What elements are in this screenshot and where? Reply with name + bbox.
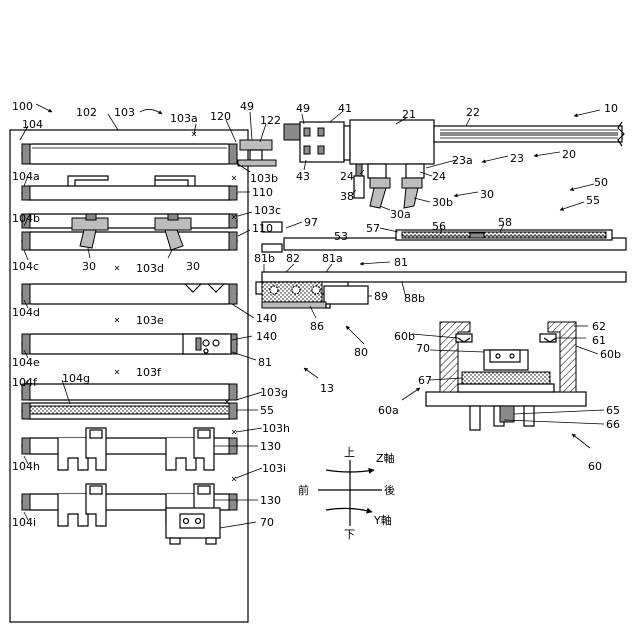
transfer-arm-10 — [238, 120, 624, 208]
label-81a: 81a — [322, 252, 343, 265]
label-60b1: 60b — [394, 330, 415, 343]
axis-z: Z軸 — [376, 451, 395, 465]
axis-back: 後 — [384, 483, 395, 497]
axis-up: 上 — [344, 446, 355, 459]
label-104: 104 — [22, 118, 43, 131]
label-21: 21 — [402, 108, 416, 121]
label-103e: 103e — [136, 314, 164, 327]
label-104g: 104g — [62, 372, 90, 385]
label-103c: 103c — [254, 204, 281, 217]
label-80: 80 — [354, 346, 368, 359]
label-43: 43 — [296, 170, 310, 183]
label-103b: 103b — [250, 172, 278, 185]
label-49a: 49 — [240, 100, 254, 113]
label-66: 66 — [606, 418, 620, 431]
label-10: 10 — [604, 102, 618, 115]
label-103a: 103a — [170, 112, 198, 125]
label-110b: 110 — [252, 222, 273, 235]
label-81b: 81b — [254, 252, 275, 265]
label-50: 50 — [594, 176, 608, 189]
label-70a: 70 — [416, 342, 430, 355]
label-62: 62 — [592, 320, 606, 333]
label-104b: 104b — [12, 212, 40, 225]
label-13: 13 — [320, 382, 334, 395]
label-30b: 30b — [432, 196, 453, 209]
label-53: 53 — [334, 230, 348, 243]
label-49b: 49 — [296, 102, 310, 115]
label-58: 58 — [498, 216, 512, 229]
label-60b2: 60b — [600, 348, 621, 361]
label-104h: 104h — [12, 460, 40, 473]
label-130b: 130 — [260, 494, 281, 507]
label-102: 102 — [76, 106, 97, 119]
label-88b: 88b — [404, 292, 425, 305]
label-30-top: 30 — [480, 188, 494, 201]
label-82: 82 — [286, 252, 300, 265]
label-24a: 24 — [340, 170, 354, 183]
label-70b: 70 — [260, 516, 274, 529]
label-120: 120 — [210, 110, 231, 123]
label-30d: 30 — [186, 260, 200, 273]
label-38: 38 — [340, 190, 354, 203]
storage-rack — [10, 130, 248, 622]
mover-80 — [256, 272, 626, 308]
label-56: 56 — [432, 220, 446, 233]
label-104f: 104f — [12, 376, 38, 389]
label-57: 57 — [366, 222, 380, 235]
axis-symbol — [318, 460, 382, 526]
label-103g: 103g — [260, 386, 288, 399]
axis-labels: 上 下 前 後 Z軸 Y軸 — [298, 446, 395, 541]
label-140b: 140 — [256, 330, 277, 343]
label-41: 41 — [338, 102, 352, 115]
label-122: 122 — [260, 114, 281, 127]
label-104c: 104c — [12, 260, 39, 273]
label-130a: 130 — [260, 440, 281, 453]
label-23a: 23a — [452, 154, 473, 167]
label-103h: 103h — [262, 422, 290, 435]
label-24b: 24 — [432, 170, 446, 183]
label-103: 103 — [114, 106, 135, 119]
label-97: 97 — [304, 216, 318, 229]
label-81-top: 81 — [394, 256, 408, 269]
label-30c: 30 — [82, 260, 96, 273]
axis-down: 下 — [344, 528, 355, 541]
label-65: 65 — [606, 404, 620, 417]
label-55b: 55 — [260, 404, 274, 417]
label-60a: 60a — [378, 404, 399, 417]
label-104e: 104e — [12, 356, 40, 369]
label-89: 89 — [374, 290, 388, 303]
label-30a: 30a — [390, 208, 411, 221]
label-140a: 140 — [256, 312, 277, 325]
label-100: 100 — [12, 100, 33, 113]
label-86: 86 — [310, 320, 324, 333]
label-103d: 103d — [136, 262, 164, 275]
label-103f: 103f — [136, 366, 162, 379]
axis-front: 前 — [298, 483, 309, 497]
label-55a: 55 — [586, 194, 600, 207]
label-104d: 104d — [12, 306, 40, 319]
axis-y: Y軸 — [373, 513, 392, 527]
label-110a: 110 — [252, 186, 273, 199]
label-67: 67 — [418, 374, 432, 387]
label-104a: 104a — [12, 170, 40, 183]
label-23: 23 — [510, 152, 524, 165]
label-60: 60 — [588, 460, 602, 473]
label-22: 22 — [466, 106, 480, 119]
label-61: 61 — [592, 334, 606, 347]
label-104i: 104i — [12, 516, 36, 529]
label-81-mid: 81 — [258, 356, 272, 369]
label-103i: 103i — [262, 462, 286, 475]
label-20: 20 — [562, 148, 576, 161]
